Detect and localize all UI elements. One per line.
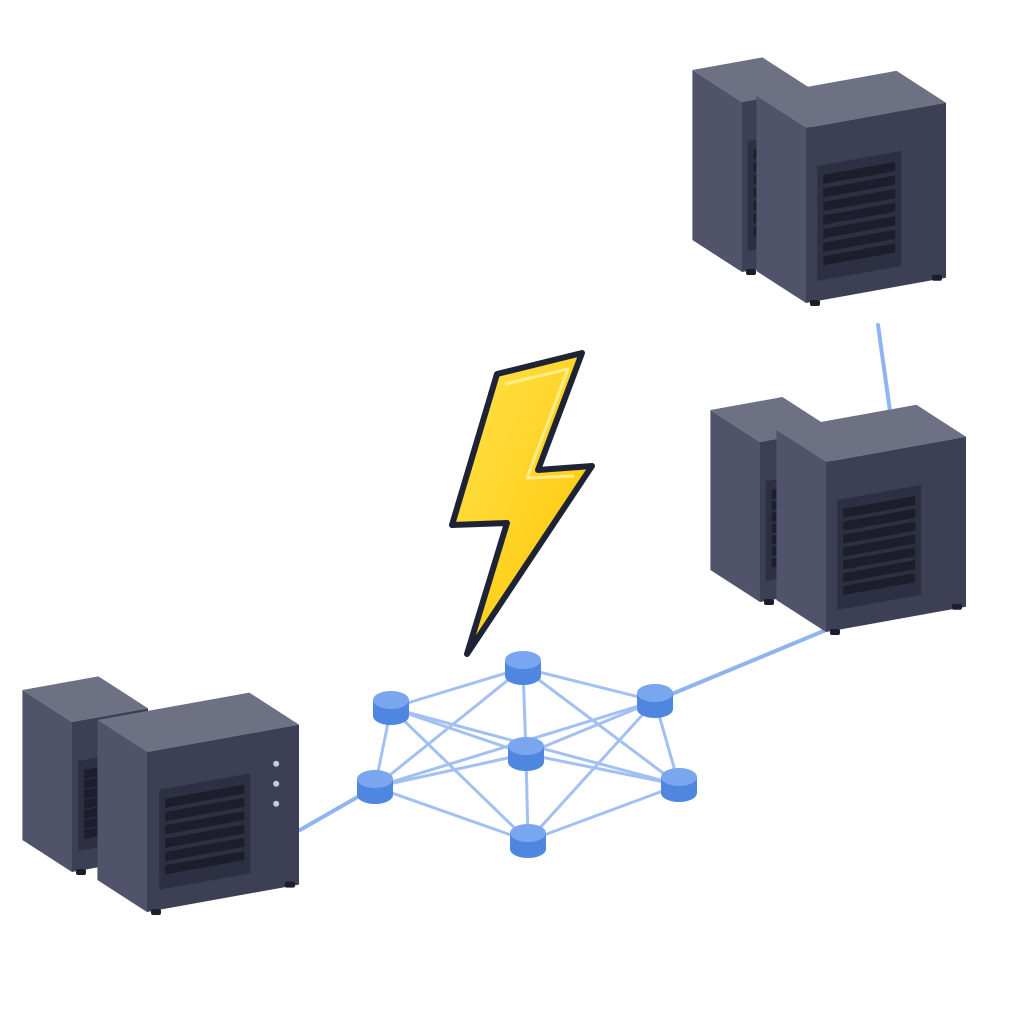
mesh-node <box>637 684 673 718</box>
mesh-node <box>373 691 409 725</box>
server-rack-icon <box>97 692 300 915</box>
server-rack-icon <box>756 70 946 306</box>
mesh-node <box>508 737 544 771</box>
lightning-bolt-icon <box>449 350 595 657</box>
mesh-nodes <box>357 651 697 858</box>
server-racks <box>22 57 966 915</box>
link-right-server <box>653 628 828 703</box>
mesh-node <box>661 768 697 802</box>
mesh-node <box>357 770 393 804</box>
mesh-node <box>505 651 541 685</box>
server-rack-icon <box>776 404 966 635</box>
network-mesh-icon <box>357 651 697 858</box>
mesh-node <box>510 824 546 858</box>
